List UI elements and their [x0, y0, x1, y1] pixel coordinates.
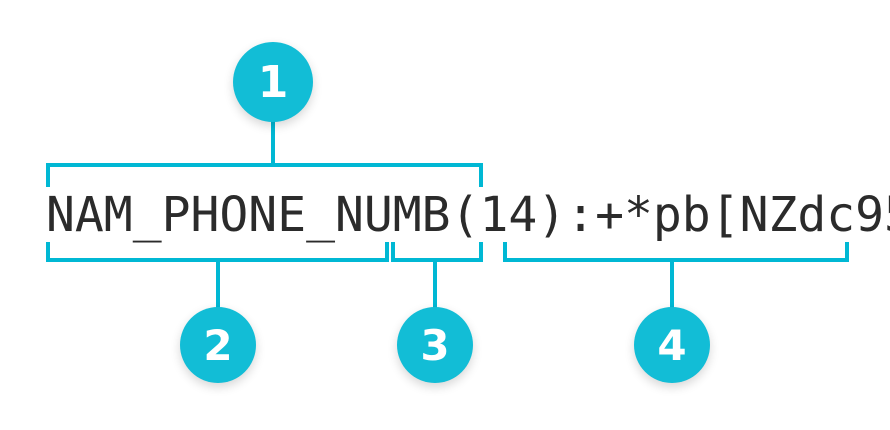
code-string: NAM_PHONE_NUMB(14):+*pb[NZdc95tLB — [46, 187, 890, 243]
callout-2-bracket-right-tick — [385, 242, 389, 262]
callout-1-bracket-right-tick — [479, 163, 483, 187]
callout-2-stem — [216, 258, 220, 310]
callout-badge-4[interactable]: 4 — [634, 307, 710, 383]
callout-1-bracket-left-tick — [46, 163, 50, 187]
callout-3-bracket-right-tick — [479, 242, 483, 262]
callout-badge-3[interactable]: 3 — [397, 307, 473, 383]
callout-1-bracket-top — [46, 163, 483, 167]
callout-4-bracket-left-tick — [503, 242, 507, 262]
callout-4-stem — [670, 258, 674, 310]
callout-1-stem — [271, 118, 275, 166]
callout-3-stem — [433, 258, 437, 310]
callout-4-bracket-right-tick — [845, 242, 849, 262]
callout-badge-1[interactable]: 1 — [233, 42, 313, 122]
callout-3-bracket-left-tick — [391, 242, 395, 262]
callout-2-bracket-left-tick — [46, 242, 50, 262]
callout-badge-2[interactable]: 2 — [180, 307, 256, 383]
callout-3-bracket-bottom — [391, 258, 483, 262]
callout-4-bracket-bottom — [503, 258, 849, 262]
